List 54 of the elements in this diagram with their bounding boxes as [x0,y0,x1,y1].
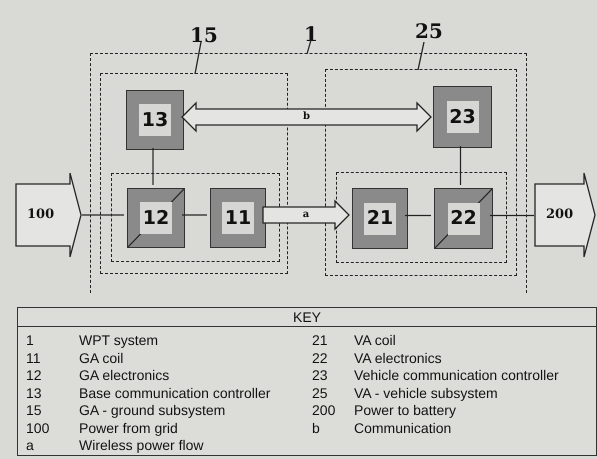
key-number: 11 [26,350,41,366]
key-description: VA electronics [354,350,442,366]
connector-line [82,214,124,216]
node-label: 21 [364,202,396,234]
key-number: 22 [312,350,328,366]
key-number: 200 [312,402,336,418]
node-label: 22 [448,202,480,234]
node-label: 100 [27,206,54,224]
key-description: GA electronics [79,367,170,383]
connector-line [182,214,207,216]
dashed-boundary [111,173,280,262]
key-description: GA coil [79,350,124,366]
block-arrow-connector [262,199,350,231]
key-description: Communication [354,420,452,436]
key-description: VA - vehicle subsystem [354,384,498,400]
key-number: 13 [26,384,42,400]
reference-number: 25 [415,21,443,41]
key-number: b [312,420,320,436]
block-arrow-connector [181,101,432,133]
key-number: a [26,437,34,453]
connector-line [460,146,462,185]
connector-line [405,214,431,216]
reference-number: 1 [304,24,318,44]
reference-number: 15 [190,25,218,45]
key-description: Vehicle communication controller [354,367,559,383]
connector-line [152,148,154,185]
key-number: 1 [26,332,34,348]
dashed-boundary [336,172,507,263]
table-header: KEY [292,309,321,325]
key-description: Wireless power flow [79,437,204,453]
key-description: Power from grid [79,420,178,436]
key-description: VA coil [354,332,396,348]
node-label: 23 [446,101,478,133]
key-number: 21 [312,332,328,348]
node-label: 200 [546,206,574,224]
key-description: Power to battery [354,402,456,418]
key-description: GA - ground subsystem [79,402,226,418]
node-label: 12 [140,202,172,234]
component-box [433,86,492,148]
component-box [352,188,408,249]
key-number: 25 [312,384,328,400]
key-number: 100 [26,420,50,436]
component-box [126,90,184,150]
key-description: Base communication controller [79,384,270,400]
key-number: 12 [26,367,42,383]
node-label: 11 [222,202,254,234]
edge-label: a [302,210,310,220]
key-number: 23 [312,367,328,383]
component-box [210,188,266,248]
node-label: 13 [139,104,171,136]
key-number: 15 [26,402,42,418]
key-description: WPT system [79,332,158,348]
connector-line [490,214,534,216]
edge-label: b [303,112,310,122]
